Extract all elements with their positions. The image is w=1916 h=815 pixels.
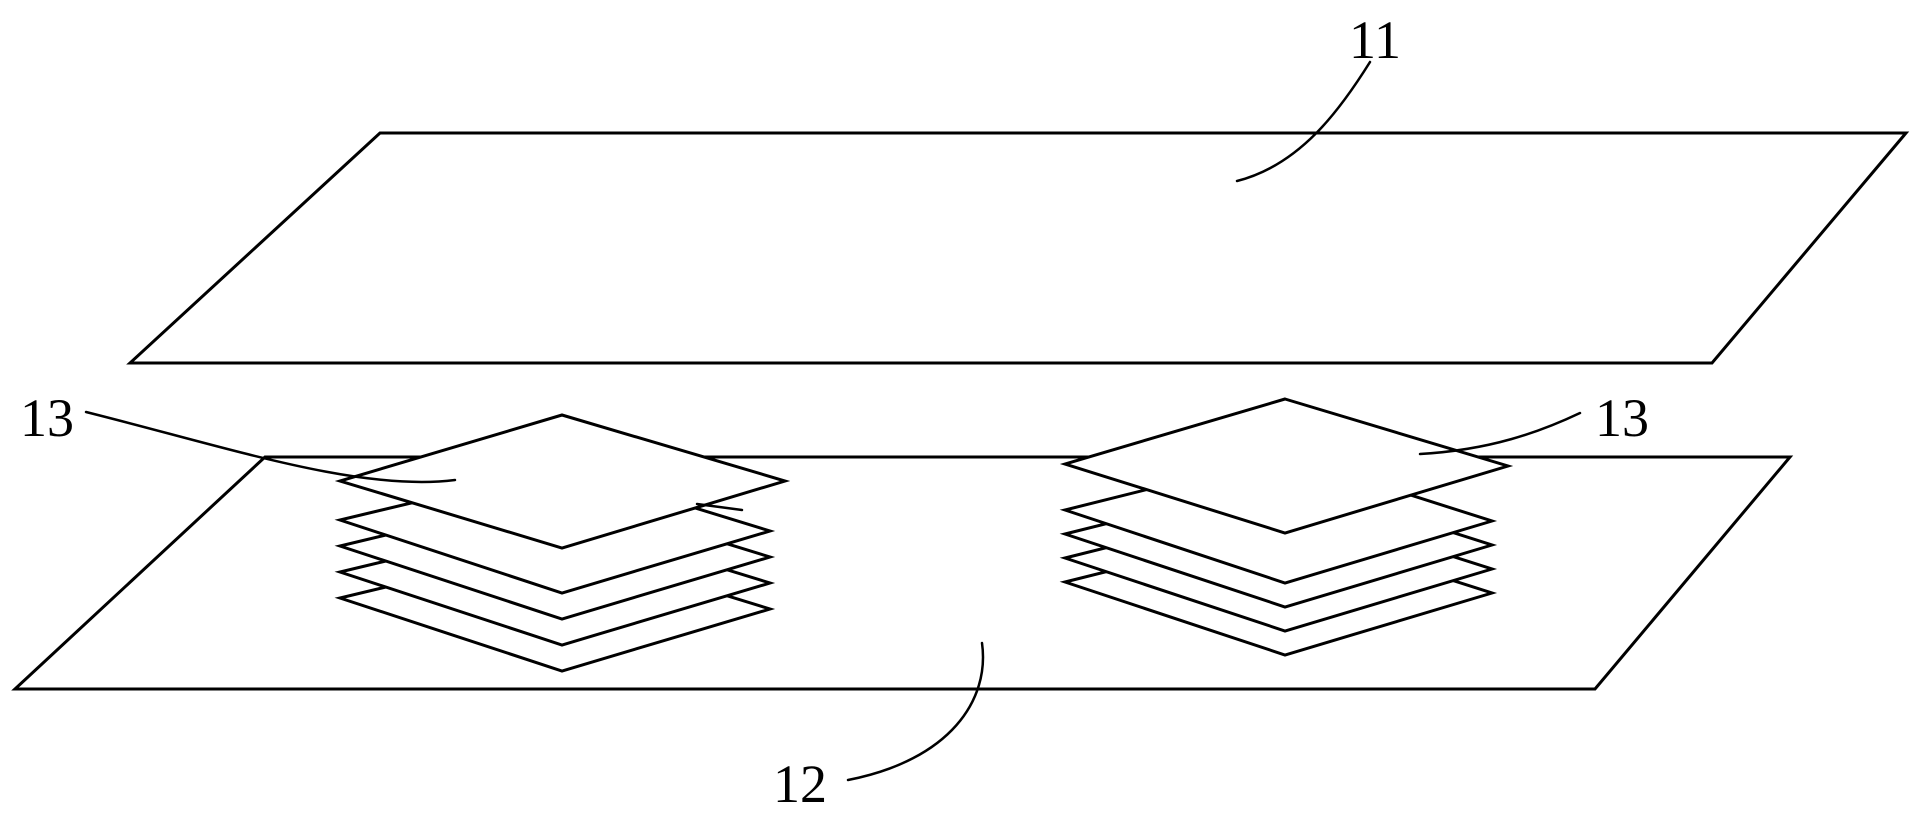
label-left-stack: 13 — [20, 388, 74, 448]
right-sheet-stack — [1059, 397, 1514, 657]
bottom-plate — [11, 455, 1794, 691]
left-sheet-stack — [334, 413, 791, 673]
leader-line-12 — [846, 641, 985, 782]
leader-line-13-right — [1418, 411, 1582, 456]
leader-line-13-left-tick — [695, 502, 744, 512]
label-right-stack: 13 — [1595, 388, 1649, 448]
left-stack-sheet-1 — [334, 413, 791, 550]
right-stack-sheet-1 — [1059, 397, 1514, 535]
label-top-plate: 11 — [1349, 10, 1401, 70]
leader-line-11 — [1235, 60, 1372, 183]
top-plate — [126, 131, 1910, 365]
leader-line-13-left — [84, 410, 457, 484]
label-bottom-plate: 12 — [773, 754, 827, 814]
